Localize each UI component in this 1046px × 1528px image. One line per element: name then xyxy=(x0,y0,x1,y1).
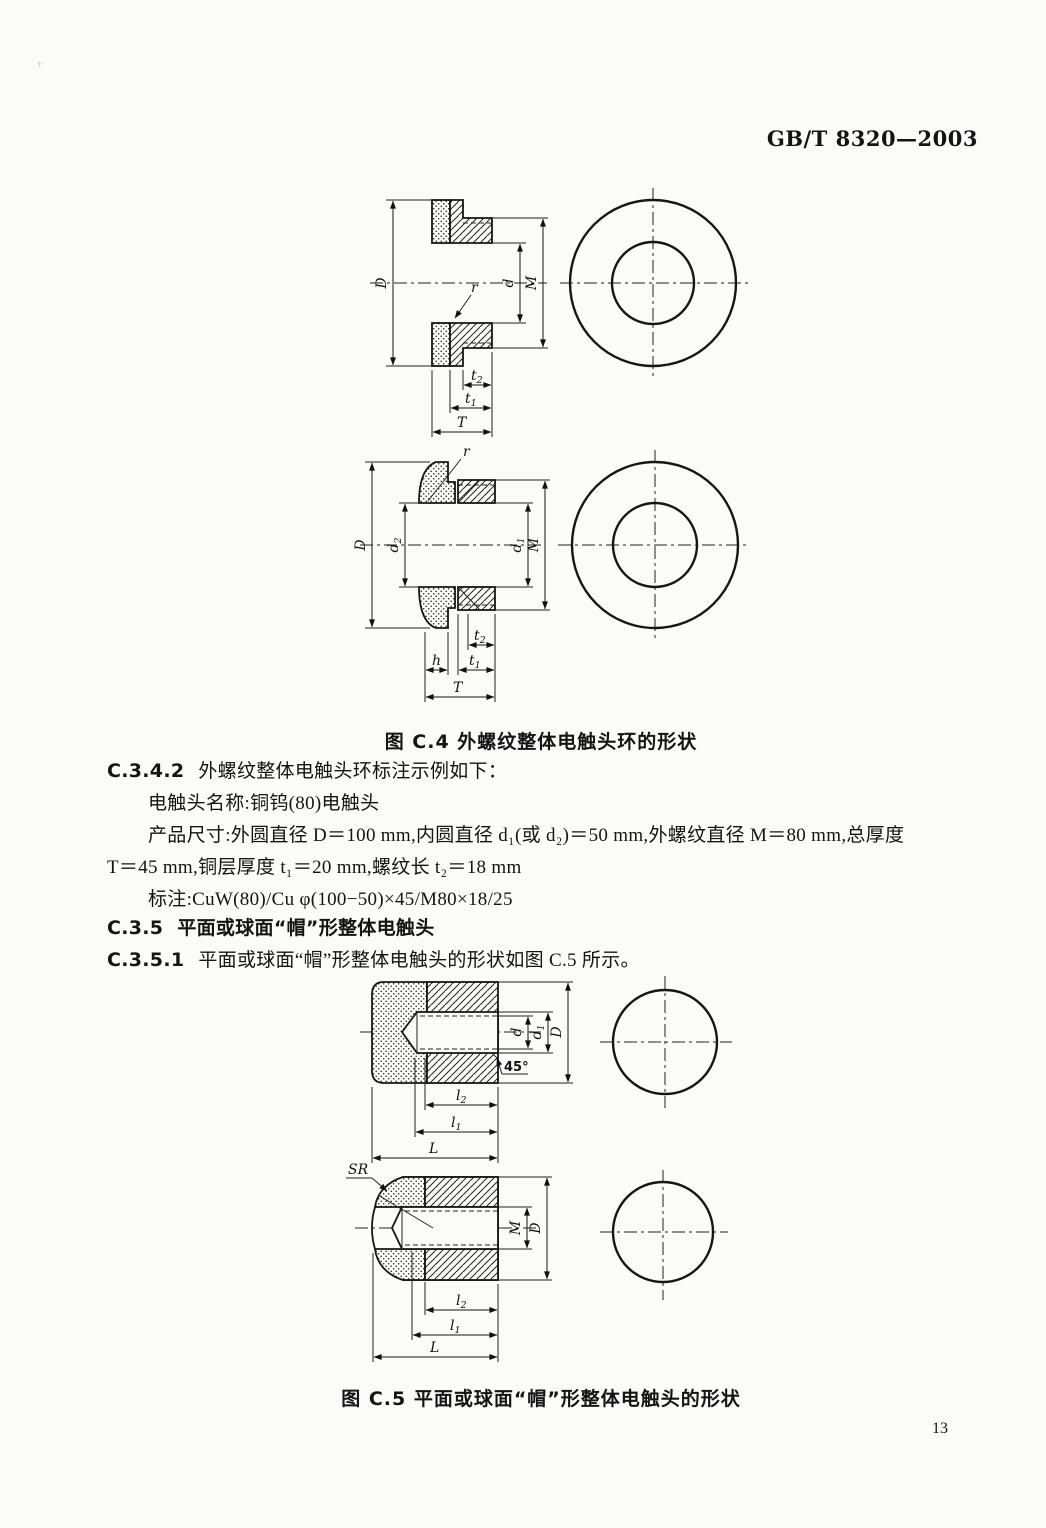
dim-label-D: D xyxy=(528,1222,544,1234)
dim-label-L: L xyxy=(428,1141,438,1157)
dim-label-D: D xyxy=(549,1026,565,1038)
fillet-r-callout: r xyxy=(427,444,471,502)
dimension-chain-bottom: t2 t1 T xyxy=(431,352,493,437)
chamfer-45-callout: 45° xyxy=(496,1057,529,1075)
registration-mark: + xyxy=(36,56,44,71)
dimension-chain-bottom: l2 l1 L xyxy=(372,1252,499,1362)
dim-label-M: M xyxy=(526,537,542,553)
dim-label-T: T xyxy=(457,415,468,431)
dim-label-L: L xyxy=(429,1340,439,1356)
dimension-chain-bottom: t2 h t1 T xyxy=(424,614,496,702)
standard-number-header: GB/T 8320—2003 xyxy=(766,126,978,151)
dim-label-t1: t1 xyxy=(465,391,477,409)
dim-label-l1: l1 xyxy=(451,1115,462,1133)
dimension-D: D xyxy=(374,199,432,367)
dimension-chain-bottom: l2 l1 L xyxy=(371,1058,499,1163)
dim-label-d1: d1 xyxy=(529,1024,547,1039)
dim-label-M: M xyxy=(524,275,540,291)
ring-front-view xyxy=(560,188,748,378)
figure-c4-drawing-b: r D d2 d1 M t2 h t1 T xyxy=(353,444,750,702)
dim-label-r: r xyxy=(471,280,479,296)
dimension-d: d xyxy=(492,242,526,324)
dimension-d1: d1 xyxy=(498,1011,553,1054)
dim-label-d: d xyxy=(501,278,517,287)
clause-c351-number: C.3.5.1 xyxy=(107,949,185,971)
circle-front-view xyxy=(600,1170,728,1300)
dim-label-d2: d2 xyxy=(386,537,404,552)
contact-name-line: 电触头名称:铜钨(80)电触头 xyxy=(148,793,380,814)
dim-label-d: d xyxy=(509,1027,525,1036)
figure-c5-drawing-b: SR M D l2 l1 L xyxy=(346,1162,728,1362)
dimension-M: M xyxy=(492,217,548,349)
dim-label-t2: t2 xyxy=(471,368,483,386)
figure-c4-drawing-a: D d M r t2 t1 T xyxy=(370,188,748,437)
figure-c5-caption: 图 C.5 平面或球面“帽”形整体电触头的形状 xyxy=(341,1388,741,1410)
page-number: 13 xyxy=(932,1420,948,1437)
dim-label-D: D xyxy=(353,539,369,551)
clause-c35-heading: C.3.5 平面或球面“帽”形整体电触头 xyxy=(107,913,435,940)
clause-c351-text: 平面或球面“帽”形整体电触头的形状如图 C.5 所示。 xyxy=(198,950,640,971)
ring-front-view xyxy=(558,450,750,640)
clause-c342-text: 外螺纹整体电触头环标注示例如下： xyxy=(198,761,508,782)
dim-label-r: r xyxy=(463,444,471,460)
dim-label-D: D xyxy=(374,277,390,289)
dim-label-d1: d1 xyxy=(509,537,527,552)
figure-c5-drawing-a: 45° d d1 D l2 l1 L xyxy=(360,976,732,1163)
dim-label-SR: SR xyxy=(348,1162,369,1178)
clause-c342: C.3.4.2 外螺纹整体电触头环标注示例如下： xyxy=(107,756,507,783)
sphere-radius-callout: SR xyxy=(346,1162,434,1229)
dimension-M: M xyxy=(498,1206,532,1250)
circle-front-view xyxy=(600,976,732,1108)
dim-label-M: M xyxy=(508,1220,524,1236)
dimension-D: D xyxy=(498,1176,552,1281)
section-view xyxy=(355,1176,540,1281)
dim-label-l2: l2 xyxy=(456,1293,467,1311)
dim-label-T: T xyxy=(453,680,464,696)
dimension-D: D xyxy=(498,981,573,1084)
section-view xyxy=(360,981,545,1084)
dim-label-l2: l2 xyxy=(456,1088,467,1106)
section-view xyxy=(360,461,542,629)
dimension-M: M xyxy=(495,479,550,611)
figure-c4-caption: 图 C.4 外螺纹整体电触头环的形状 xyxy=(384,731,698,753)
designation-line: 标注:CuW(80)/Cu φ(100−50)×45/M80×18/25 xyxy=(148,889,513,910)
product-size-line-1: 产品尺寸:外圆直径 D＝100 mm,内圆直径 d₁(或 d₂)＝50 mm,外… xyxy=(148,825,905,846)
dimension-d1: d1 xyxy=(495,502,533,588)
dim-label-45deg: 45° xyxy=(504,1060,529,1075)
product-size-line-2: T＝45 mm,铜层厚度 t₁＝20 mm,螺纹长 t₂＝18 mm xyxy=(107,857,522,878)
fillet-r-callout: r xyxy=(454,280,479,319)
dim-label-t2: t2 xyxy=(474,628,486,646)
clause-c35-title: 平面或球面“帽”形整体电触头 xyxy=(177,917,435,939)
dimension-d: d xyxy=(498,1015,533,1050)
dim-label-t1: t1 xyxy=(469,653,481,671)
dim-label-h: h xyxy=(432,653,441,669)
clause-c35-number: C.3.5 xyxy=(107,917,164,939)
clause-c342-number: C.3.4.2 xyxy=(107,760,185,782)
clause-c351: C.3.5.1 平面或球面“帽”形整体电触头的形状如图 C.5 所示。 xyxy=(107,945,640,972)
dim-label-l1: l1 xyxy=(450,1318,461,1336)
dimension-d2: d2 xyxy=(386,502,419,588)
dimension-D: D xyxy=(353,461,430,629)
